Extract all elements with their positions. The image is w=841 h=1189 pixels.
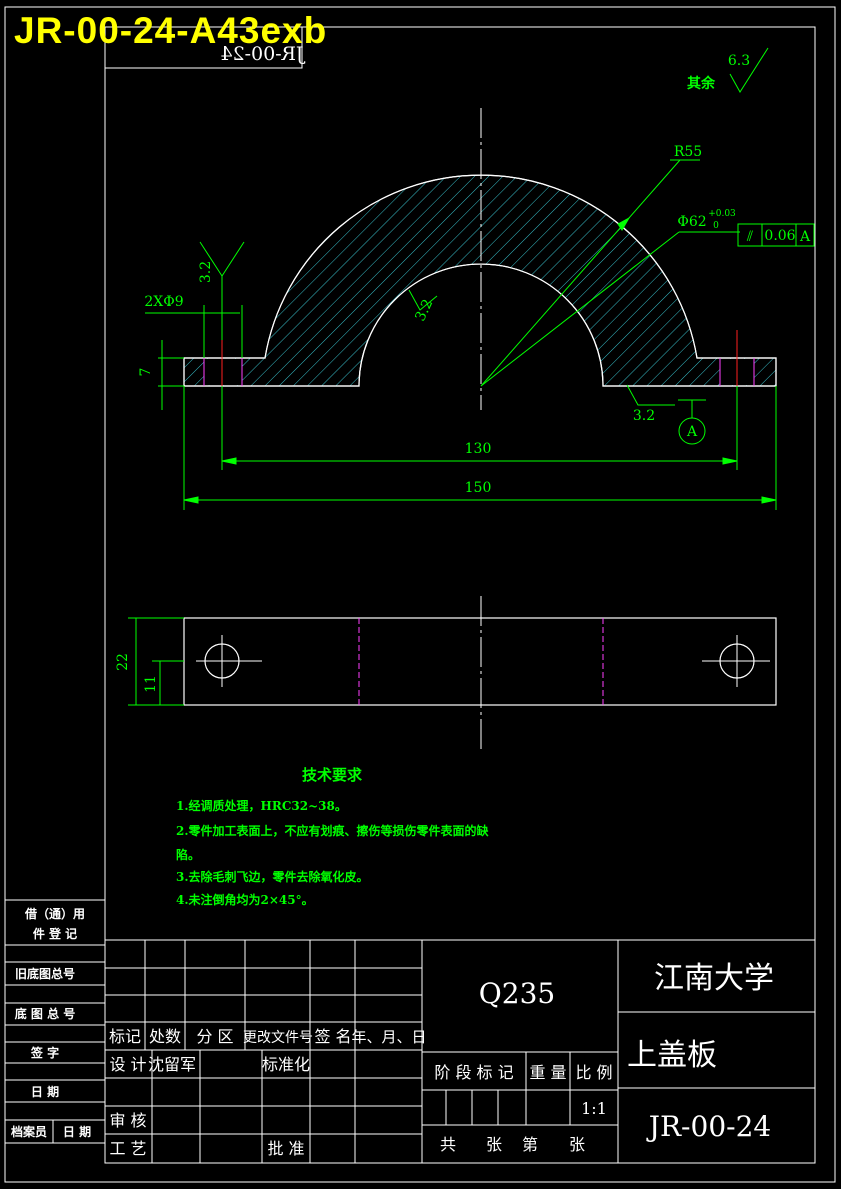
tech-title: 技术要求 <box>302 766 363 784</box>
standardize-label: 标准化 <box>262 1055 310 1074</box>
mark-col-3: 更改文件号 <box>243 1030 313 1046</box>
total-label: 共 <box>440 1135 456 1154</box>
sheets-label: 张 <box>486 1135 502 1154</box>
roughness-left: 3.2 <box>198 261 214 283</box>
roughness-bottom: 3.2 <box>633 408 655 424</box>
part-name: 上盖板 <box>627 1038 717 1073</box>
sheet-end-label: 张 <box>569 1135 585 1154</box>
hole-dim: 2XΦ9 <box>144 294 183 310</box>
side-sign: 签 字 <box>30 1045 59 1060</box>
designer-name: 沈留军 <box>148 1055 196 1074</box>
bore-tol-upper: +0.03 <box>708 209 736 219</box>
width-dim: 22 <box>115 653 131 671</box>
tolerance-value: 0.06 <box>764 228 795 244</box>
inner-border <box>104 26 816 1164</box>
tolerance-symbol: ⫽ <box>746 229 754 245</box>
roughness-other: 其余 <box>687 75 716 92</box>
mark-col-0: 标记 <box>109 1027 141 1046</box>
bore-tol-lower: 0 <box>713 221 719 231</box>
tech-item-3: 3.去除毛刺飞边，零件去除氧化皮。 <box>176 869 369 884</box>
bore-dim: Φ62 <box>677 214 706 230</box>
tech-requirements: 技术要求 1.经调质处理，HRC32~38。 2.零件加工表面上，不应有划痕、擦… <box>176 766 490 907</box>
side-date: 日 期 <box>31 1084 59 1099</box>
side-borrow-2: 件 登 记 <box>33 926 77 941</box>
sheet-no-label: 第 <box>522 1135 538 1154</box>
stage-label: 阶 段 标 记 <box>434 1063 513 1082</box>
mark-col-5: 年、月、日 <box>351 1028 426 1046</box>
mark-col-1: 处数 <box>149 1027 181 1046</box>
weight-label: 重 量 <box>529 1063 566 1082</box>
datum-label: A <box>686 424 698 440</box>
outer-border <box>4 6 836 1183</box>
mirrored-code-box <box>104 26 303 69</box>
thickness-dim: 7 <box>138 368 154 377</box>
spacing-dim: 130 <box>465 441 492 457</box>
side-archive-date: 日 期 <box>63 1124 91 1139</box>
tech-item-2: 2.零件加工表面上，不应有划痕、擦伤等损伤零件表面的缺 <box>176 823 490 838</box>
side-old-base: 旧底图总号 <box>15 966 75 981</box>
scale-label: 比 例 <box>575 1063 612 1082</box>
length-dim: 150 <box>465 480 492 496</box>
university: 江南大学 <box>654 961 774 996</box>
side-archivist: 档案员 <box>11 1124 47 1139</box>
mark-col-4: 签 名 <box>314 1027 351 1046</box>
tech-item-1: 1.经调质处理，HRC32~38。 <box>176 798 347 813</box>
roughness-inner: 3.2 <box>412 297 436 324</box>
mark-col-2: 分 区 <box>196 1027 233 1046</box>
design-label: 设 计 <box>109 1055 146 1074</box>
approve-label: 批 准 <box>267 1139 304 1158</box>
overlay-title: JR-00-24-A43exb <box>14 10 328 51</box>
top-view: 22 11 <box>115 596 777 750</box>
side-base: 底 图 总 号 <box>15 1006 76 1021</box>
review-label: 审 核 <box>109 1111 146 1130</box>
tolerance-datum: A <box>799 229 811 245</box>
process-label: 工 艺 <box>109 1139 146 1158</box>
roughness-other-value: 6.3 <box>728 53 750 69</box>
tech-item-2b: 陷。 <box>176 847 200 862</box>
material: Q235 <box>479 977 555 1010</box>
mirrored-code: JR-00-24 <box>220 43 305 65</box>
side-block <box>5 899 105 1144</box>
front-view: R55 Φ62 +0.03 0 ⫽ 0.06 A 2XΦ9 7 130 150 … <box>138 47 815 510</box>
hole-center-dim: 11 <box>143 675 159 693</box>
section-hatch <box>183 174 777 387</box>
radius-dim: R55 <box>674 144 702 160</box>
drawing-number: JR-00-24 <box>646 1110 772 1143</box>
scale-value: 1:1 <box>581 1099 607 1118</box>
tech-item-4: 4.未注倒角均为2×45°。 <box>176 892 314 907</box>
title-block <box>105 939 815 1163</box>
side-borrow-1: 借（通）用 <box>24 906 85 921</box>
